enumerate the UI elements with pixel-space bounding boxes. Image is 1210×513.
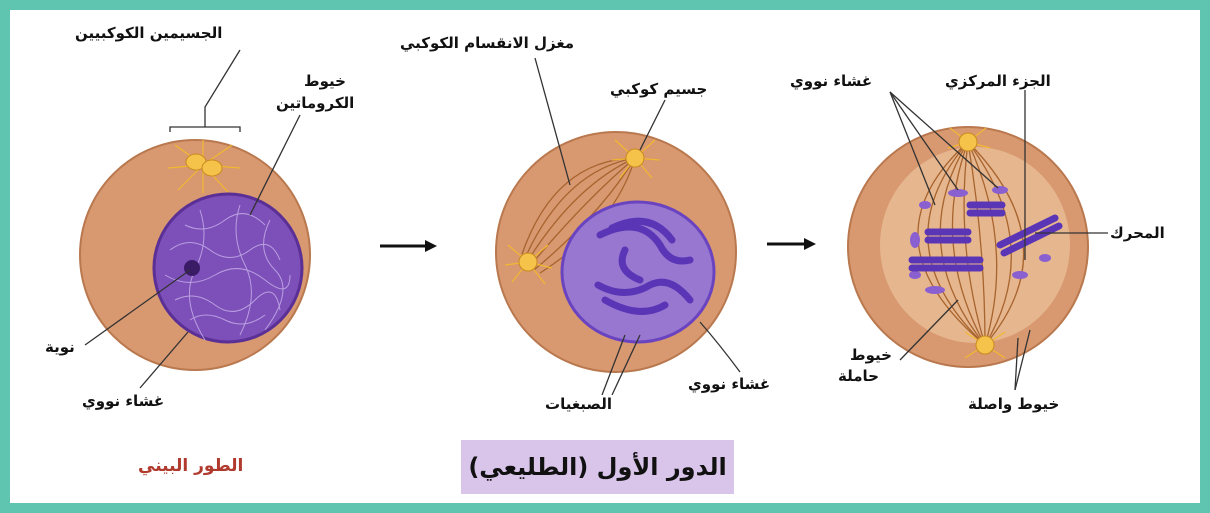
centrosome-bracket — [170, 50, 240, 132]
label-nucleolus: نوية — [45, 338, 75, 356]
nucleolus — [184, 260, 200, 276]
label-chromatids: الصبغيات — [545, 395, 612, 413]
label-nuclear-membrane-1: غشاء نووي — [82, 392, 164, 410]
interphase-nucleus — [154, 194, 302, 342]
nuclear-membrane-leader-line-2 — [700, 322, 740, 372]
prophase-cell — [496, 58, 740, 395]
stage-title-prophase-text: الدور الأول (الطليعي) — [468, 453, 726, 481]
label-nuclear-membrane-2: غشاء نووي — [688, 375, 770, 393]
label-centrosomes: الجسيمين الكوكبيين — [75, 24, 222, 42]
label-spindle: مغزل الانقسام الكوكبي — [400, 34, 574, 52]
label-carrier-fibers-1: خيوط — [850, 346, 892, 364]
stage-title-interphase: الطور البيني — [138, 456, 243, 476]
arrow-1 — [380, 240, 437, 252]
label-central-part: الجزء المركزي — [945, 72, 1051, 90]
spindle-zone — [880, 147, 1070, 343]
label-carrier-fibers-2: حاملة — [838, 367, 879, 385]
label-connecting-fibers: خيوط واصلة — [968, 395, 1059, 413]
label-centrosome: جسيم كوكبي — [610, 80, 707, 98]
arrow-2 — [767, 238, 816, 250]
label-nuclear-membrane-3: غشاء نووي — [790, 72, 872, 90]
label-centromere: المحرك — [1110, 224, 1165, 242]
stage-title-prophase: الدور الأول (الطليعي) — [461, 440, 734, 494]
late-prophase-cell — [848, 90, 1108, 390]
label-chromatin-threads-1: خيوط — [304, 72, 346, 90]
label-chromatin-threads-2: الكروماتين — [276, 94, 354, 112]
